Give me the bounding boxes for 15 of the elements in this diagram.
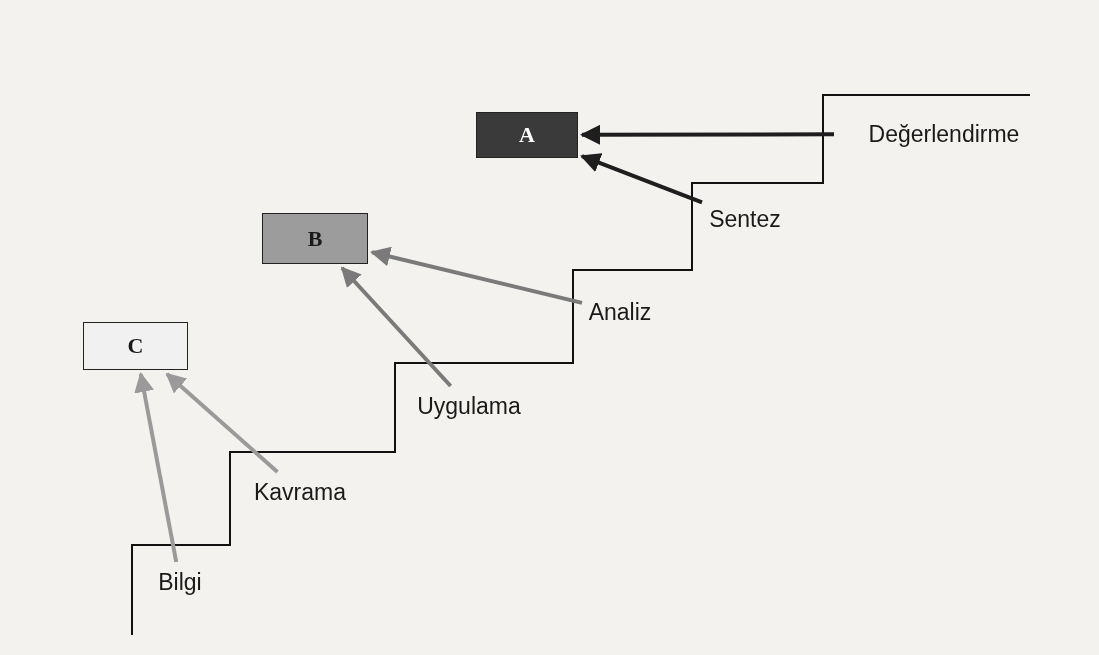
arrow [134,372,179,563]
letter-box: A [476,112,578,158]
step-label: Uygulama [408,390,530,422]
arrow [580,153,703,205]
step-label: Değerlendirme [838,118,1050,150]
arrow [580,124,834,145]
step-label: Sentez [706,203,784,235]
arrow [340,266,453,388]
step-label: Kavrama [243,476,357,508]
arrow [165,372,279,474]
letter-box: B [262,213,368,264]
letter-box: C [83,322,188,370]
step-label: Bilgi [148,566,212,598]
step-label: Analiz [586,296,654,328]
arrow [370,246,583,305]
